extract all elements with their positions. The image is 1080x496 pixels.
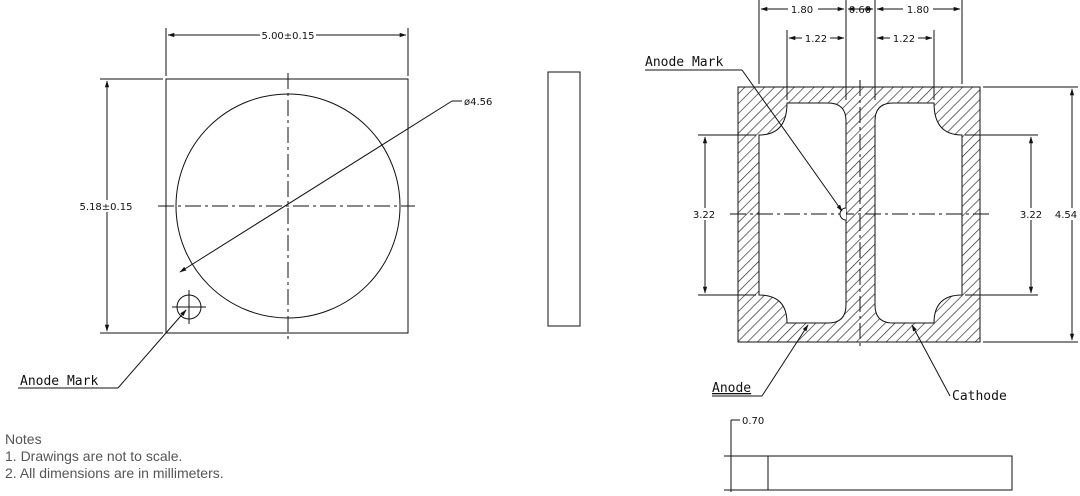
inner-width-right-label: 1.22 xyxy=(893,34,915,45)
side-view-outline xyxy=(547,71,581,327)
anode-mark-label-bottom: Anode Mark xyxy=(645,55,723,70)
notes-title: Notes xyxy=(5,431,42,447)
pad-width-left-label: 1.80 xyxy=(791,5,813,16)
top-view xyxy=(18,28,462,389)
anode-mark-leader xyxy=(117,309,187,389)
pad-height-label: 4.54 xyxy=(1055,210,1077,221)
anode-mark-leader-bottom xyxy=(741,69,843,212)
inner-height-left-label: 3.22 xyxy=(693,210,715,221)
thickness-view xyxy=(724,419,1013,492)
diameter-leader xyxy=(179,100,453,273)
pad-gap-label: 0.60 xyxy=(849,5,871,16)
pad-width-right-label: 1.80 xyxy=(907,5,929,16)
anode-mark-label-top: Anode Mark xyxy=(20,374,98,389)
note-item: 1. Drawings are not to scale. xyxy=(5,448,183,464)
inner-width-left-label: 1.22 xyxy=(805,34,827,45)
notes-section: Notes 1. Drawings are not to scale. 2. A… xyxy=(5,430,224,482)
anode-label: Anode xyxy=(712,381,751,396)
diameter-label: ø4.56 xyxy=(464,97,492,108)
thickness-label: 0.70 xyxy=(742,416,764,427)
anode-leader xyxy=(761,324,809,397)
cathode-leader xyxy=(911,324,951,397)
cathode-label: Cathode xyxy=(952,389,1007,404)
inner-height-right-label: 3.22 xyxy=(1020,210,1042,221)
bottom-view xyxy=(645,0,1078,397)
height-dimension-label: 5.18±0.15 xyxy=(80,202,133,213)
thickness-outline xyxy=(767,455,1013,491)
note-item: 2. All dimensions are in millimeters. xyxy=(5,465,224,481)
width-dimension-label: 5.00±0.15 xyxy=(262,31,315,42)
